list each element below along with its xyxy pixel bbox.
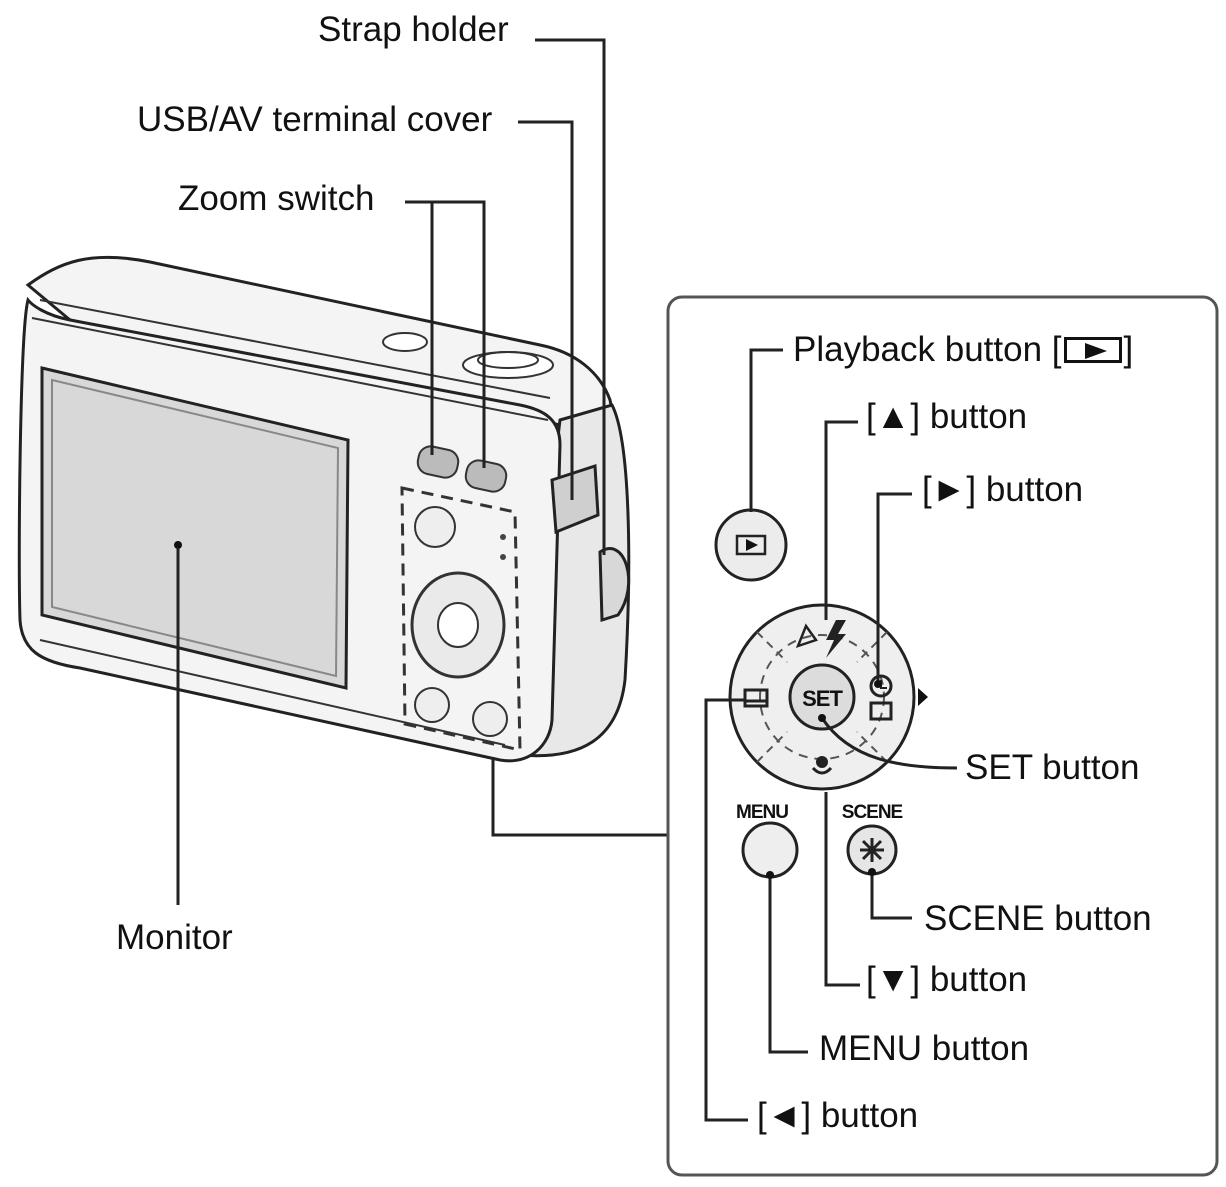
playback-triangle-icon <box>746 539 758 551</box>
label-right-button: [►] button <box>922 470 1084 509</box>
scene-button-drawing: SCENE <box>842 802 904 876</box>
label-left-button: [◄] button <box>757 1096 919 1135</box>
self-timer-icon <box>869 674 893 698</box>
label-usb-av-terminal-cover: USB/AV terminal cover <box>137 100 493 139</box>
label-set-button: SET button <box>965 748 1140 787</box>
flash-icon <box>826 620 846 658</box>
playback-icon-box <box>1063 337 1122 363</box>
display-toggle-icon <box>743 688 769 708</box>
label-zoom-switch: Zoom switch <box>178 179 375 218</box>
leader-lines-panel <box>704 348 958 1122</box>
menu-mark: MENU <box>736 802 788 823</box>
label-scene-button: SCENE button <box>924 899 1152 938</box>
macro-flower-icon <box>811 756 833 775</box>
label-menu-button: MENU button <box>819 1029 1030 1068</box>
flash-off-icon <box>795 623 819 649</box>
label-strap-holder: Strap holder <box>318 10 509 49</box>
monitor-screen <box>40 366 350 690</box>
detail-panel <box>666 295 1219 1177</box>
camera-control-cluster <box>400 445 631 752</box>
scene-star-icon <box>860 838 884 862</box>
four-way-dial-drawing: SET <box>728 603 928 791</box>
scene-mark: SCENE <box>842 802 903 823</box>
leader-lines-camera <box>176 38 668 905</box>
set-mark: SET <box>802 686 843 711</box>
label-playback-button-close: ] <box>1123 330 1134 369</box>
playback-button-drawing <box>714 508 788 582</box>
label-playback-button-text: Playback button [ <box>793 330 1062 369</box>
label-up-button: [▲] button <box>866 397 1028 436</box>
label-playback-button: Playback button [] <box>793 332 1133 367</box>
label-down-button: [▼] button <box>866 960 1028 999</box>
label-monitor: Monitor <box>116 918 233 957</box>
